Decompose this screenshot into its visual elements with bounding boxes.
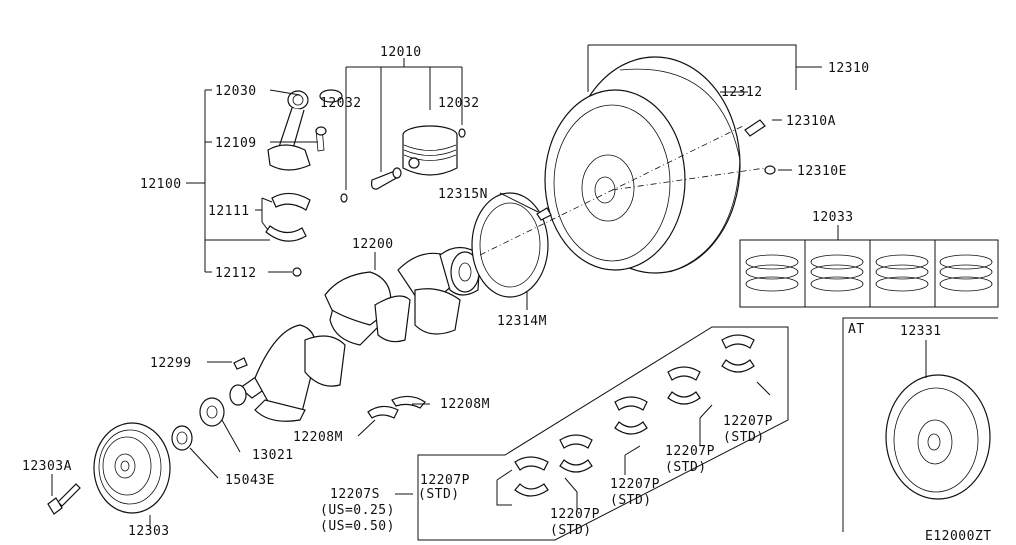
connecting-rod: [267, 89, 343, 171]
flywheel-bolt: [744, 119, 766, 137]
label-12109: 12109: [215, 136, 257, 151]
part-number-labels: 12010 12030 12032 12032 12109 12100 1211…: [22, 45, 992, 544]
label-12207p-3: 12207P: [610, 477, 660, 492]
label-12032-right: 12032: [438, 96, 480, 111]
main-bearing-panel: [417, 326, 789, 541]
label-12208m-left: 12208M: [293, 430, 343, 445]
piston-assembly: [340, 125, 466, 203]
label-12310a: 12310A: [786, 114, 836, 129]
label-12207p-4: 12207P: [665, 444, 715, 459]
drive-plate: [471, 192, 549, 298]
label-12100: 12100: [140, 177, 182, 192]
label-12207s-us050: (US=0.50): [320, 519, 395, 534]
label-12207p-2-std: (STD): [550, 523, 592, 538]
label-12033: 12033: [812, 210, 854, 225]
label-12207p-3-std: (STD): [610, 493, 652, 508]
thrust-bearings: [367, 395, 426, 419]
label-12312: 12312: [721, 85, 763, 100]
piston-rings-panel: [739, 239, 999, 308]
label-12032-left: 12032: [320, 96, 362, 111]
label-12299: 12299: [150, 356, 192, 371]
label-12207p-2: 12207P: [550, 507, 600, 522]
at-drive-plate: [842, 317, 998, 532]
label-12208m-right: 12208M: [440, 397, 490, 412]
label-12310e: 12310E: [797, 164, 847, 179]
label-12207p-1: 12207P: [420, 473, 470, 488]
label-12207s-std: (STD): [418, 487, 460, 502]
crank-pulley: [93, 422, 171, 514]
crank-sprocket: [199, 397, 225, 427]
label-13021: 13021: [252, 448, 294, 463]
crank-spacer: [171, 425, 193, 451]
diagram-code: E12000ZT: [925, 529, 992, 544]
rod-bearing: [265, 192, 311, 277]
label-12310: 12310: [828, 61, 870, 76]
label-12010: 12010: [380, 45, 422, 60]
label-12207p-5-std: (STD): [723, 430, 765, 445]
woodruff-key: [233, 357, 248, 370]
pilot-bushing: [764, 165, 776, 175]
label-12303: 12303: [128, 524, 170, 539]
label-12315n: 12315N: [438, 187, 488, 202]
crankshaft: [229, 246, 481, 422]
label-12207p-4-std: (STD): [665, 460, 707, 475]
pulley-bolt: [47, 483, 81, 515]
flywheel: [544, 56, 741, 274]
label-15043e: 15043E: [225, 473, 275, 488]
plate-bolt: [536, 207, 552, 221]
label-at: AT: [848, 322, 865, 337]
label-12314m: 12314M: [497, 314, 547, 329]
label-12207s-us025: (US=0.25): [320, 503, 395, 518]
leader-lines: [51, 44, 927, 528]
label-12207s: 12207S: [330, 487, 380, 502]
label-12030: 12030: [215, 84, 257, 99]
label-12200: 12200: [352, 237, 394, 252]
label-12111: 12111: [208, 204, 250, 219]
label-12303a: 12303A: [22, 459, 72, 474]
label-12112: 12112: [215, 266, 257, 281]
label-12207p-5: 12207P: [723, 414, 773, 429]
label-12331: 12331: [900, 324, 942, 339]
